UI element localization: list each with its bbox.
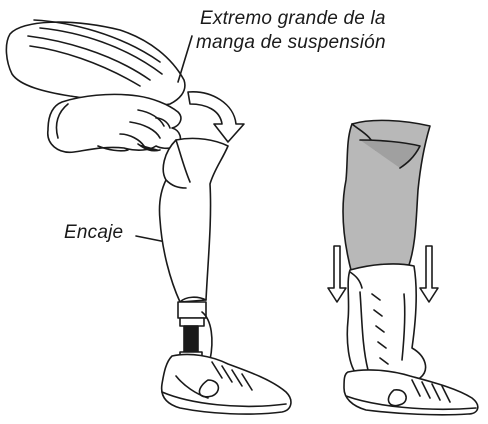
socket-label: Encaje — [64, 222, 124, 243]
right-shoe-shape — [343, 369, 479, 416]
sleeve-label-line1: Extremo grande de la — [200, 8, 386, 29]
pylon-shape — [177, 301, 213, 363]
sleeve-leader-line — [177, 35, 193, 83]
down-arrow-icon-left — [327, 245, 347, 303]
right-sleeve-shape — [346, 263, 427, 386]
socket-shape — [158, 137, 229, 303]
down-arrow-icon-right — [419, 245, 439, 303]
curved-arrow-icon — [187, 91, 245, 143]
sleeve-label-line2: manga de suspensión — [196, 32, 386, 53]
sleeve-end-shape — [5, 19, 186, 107]
hand-shape — [47, 93, 182, 154]
gray-sleeve-shape — [342, 119, 431, 275]
left-shoe-shape — [160, 353, 292, 415]
